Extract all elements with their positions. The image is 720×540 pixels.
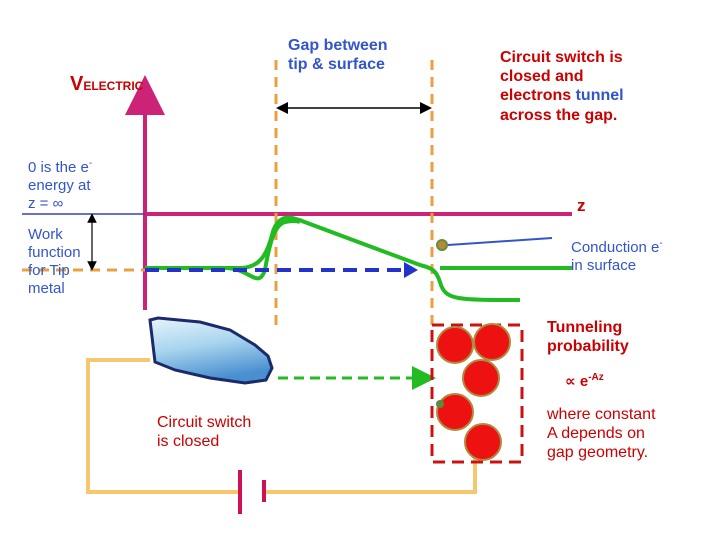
proportionality-formula: ∝ e-Az [565,372,604,391]
circuit-closed-tunnel-word: tunnel [575,87,624,105]
circuit-switch-line1: Circuit switch [157,414,252,431]
work-function-line2: function [28,244,81,261]
tunneling-arrow-head [404,262,418,278]
work-function-line1: Work [28,226,63,243]
constant-line2: A depends on [547,425,645,443]
conduction-line1-text: Conduction e [571,239,660,256]
v-electric-subscript: ELECTRIC [83,79,144,93]
tip-metal-shape [148,316,274,385]
surface-atom [473,323,511,361]
zero-energy-line1: 0 is the e- [28,158,92,177]
circuit-closed-line3: electrons tunnel [500,86,624,105]
atom-highlight-dot [436,400,444,408]
zero-energy-label: 0 is the e- energy at z = ∞ [28,158,92,213]
work-function-label: Work function for Tip metal [28,226,81,298]
proportional-symbol: ∝ e [565,373,589,390]
zero-energy-line3: z = ∞ [28,195,64,212]
tunneling-probability-label: Tunneling probability [547,318,629,356]
surface-atom [436,393,474,431]
gap-label-line1: Gap between [288,37,388,54]
circuit-closed-line3-a: electrons [500,87,576,105]
conduction-line1: Conduction e- [571,238,663,257]
work-function-line4: metal [28,280,65,297]
circuit-closed-line4: across the gap. [500,106,618,124]
circuit-switch-label: Circuit switch is closed [157,413,251,451]
circuit-switch-line2: is closed [157,433,220,451]
conduction-line2: in surface [571,257,637,274]
circuit-closed-line1: Circuit switch is [500,49,623,66]
surface-atoms-box [430,323,524,464]
constant-note: where constant A depends on gap geometry… [547,405,656,463]
conduction-electron-dot [436,239,448,251]
gap-label-line2: tip & surface [288,56,385,74]
surface-atom [436,326,474,364]
exponent: -Az [588,372,604,383]
surface-atom [464,423,502,461]
v-electric-label: VELECTRIC [70,72,143,96]
v-electric-main: V [70,73,84,95]
tunneling-line1: Tunneling [547,319,623,336]
constant-line1: where constant [547,406,656,423]
tunneling-line2: probability [547,338,629,356]
conduction-label: Conduction e- in surface [571,238,663,275]
surface-atom [462,359,500,397]
conduction-electron-pointer [447,237,553,246]
zero-energy-line1-text: 0 is the e [28,159,89,176]
zero-energy-line2: energy at [28,177,91,194]
constant-line3: gap geometry. [547,444,649,462]
gap-label: Gap between tip & surface [288,36,388,74]
conduction-sup: - [659,238,663,249]
work-function-line3: for Tip [28,262,70,279]
zero-energy-line1-sup: - [88,158,93,169]
circuit-closed-label: Circuit switch is closed and electrons t… [500,48,624,125]
circuit-wire [86,358,477,494]
circuit-closed-line2: closed and [500,68,584,86]
barrier-profile [145,215,521,302]
z-axis-label: z [577,196,586,215]
